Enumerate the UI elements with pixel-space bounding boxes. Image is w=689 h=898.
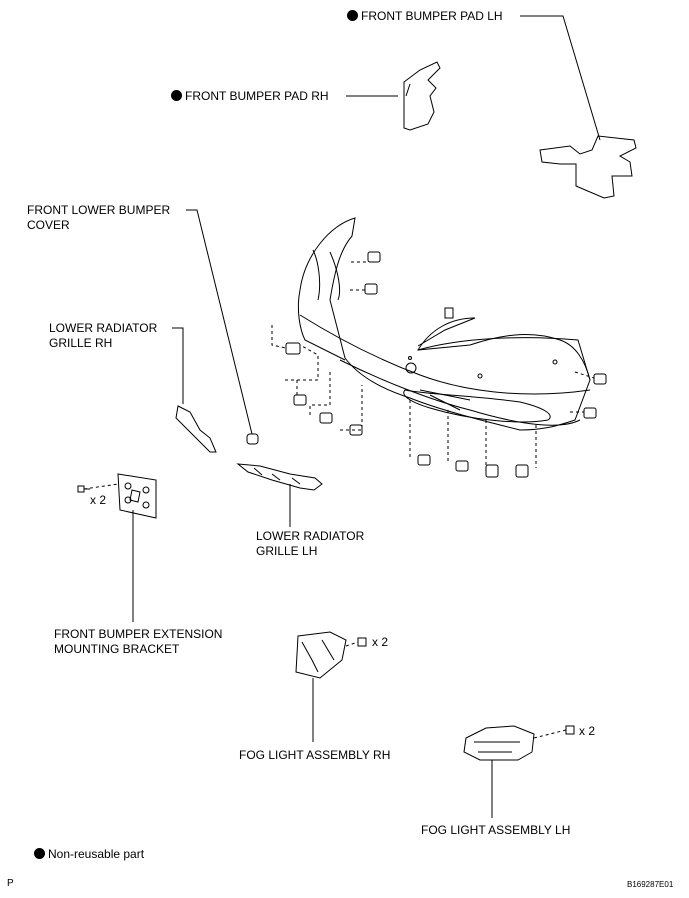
- lower-grille-rh-shape: [175, 405, 217, 453]
- front-bumper-cover: [297, 217, 591, 431]
- non-reusable-bullet-icon: [347, 10, 358, 21]
- leader-pad-lh: [520, 15, 601, 141]
- bumper-pad-rh-shape: [403, 61, 441, 131]
- lower-bumper-cover-shape: [246, 433, 259, 445]
- bracket-screw-icon: [77, 485, 90, 493]
- bumper-clips: [271, 251, 607, 478]
- leader-lower-cover: [186, 209, 253, 435]
- label-lower-radiator-grille-rh: LOWER RADIATOR GRILLE RH: [49, 321, 158, 350]
- label-front-bumper-pad-lh: FRONT BUMPER PAD LH: [347, 9, 503, 24]
- leader-lines: [132, 15, 601, 818]
- qty-fog-rh-screws: x 2: [372, 635, 389, 649]
- non-reusable-bullet-icon: [171, 90, 182, 101]
- label-front-bumper-pad-rh: FRONT BUMPER PAD RH: [171, 89, 329, 104]
- fog-light-rh-shape: [295, 631, 347, 679]
- qty-bracket-screws: x 2: [90, 493, 107, 507]
- mounting-bracket-shape: [117, 473, 157, 519]
- non-reusable-bullet-icon: [34, 848, 45, 859]
- label-fog-light-lh: FOG LIGHT ASSEMBLY LH: [421, 823, 571, 837]
- fog-light-lh-shape: [463, 725, 535, 761]
- footer-left-mark: P: [7, 878, 14, 889]
- qty-fog-lh-screws: x 2: [579, 724, 596, 738]
- leader-grille-rh: [172, 327, 184, 404]
- fog-rh-screw-icon: [357, 637, 367, 647]
- lower-grille-lh-shape: [236, 463, 323, 491]
- label-lower-radiator-grille-lh: LOWER RADIATOR GRILLE LH: [256, 529, 365, 558]
- footer-figure-code: B169287E01: [627, 880, 674, 889]
- label-fog-light-rh: FOG LIGHT ASSEMBLY RH: [239, 748, 391, 762]
- bumper-pad-lh-shape: [539, 135, 637, 199]
- label-front-bumper-extension-bracket: FRONT BUMPER EXTENSION MOUNTING BRACKET: [54, 627, 223, 656]
- label-front-lower-bumper-cover: FRONT LOWER BUMPER COVER: [27, 203, 171, 232]
- fog-lh-screw-icon: [565, 725, 575, 735]
- legend-non-reusable: Non-reusable part: [34, 847, 144, 862]
